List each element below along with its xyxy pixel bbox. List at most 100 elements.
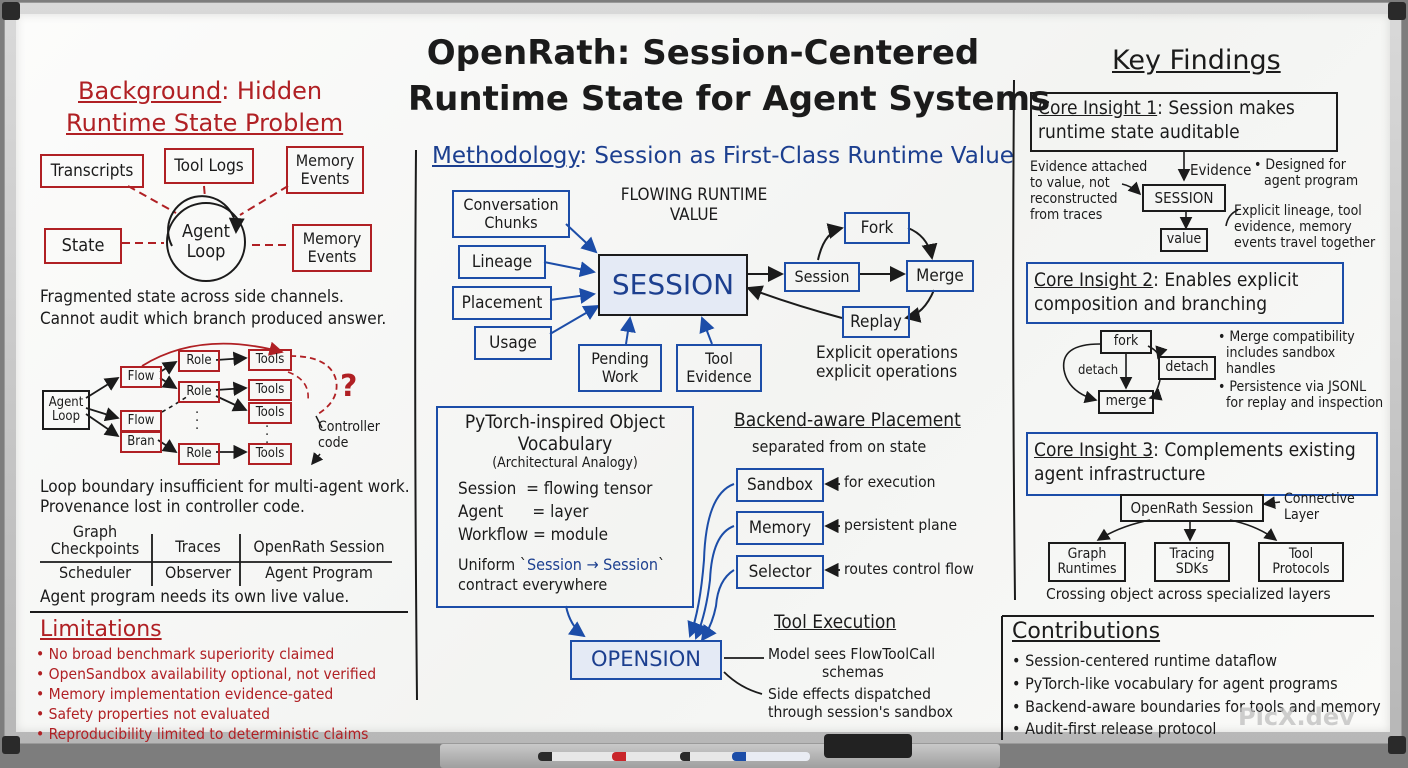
title-line-1: OpenRath: Session-Centered: [426, 33, 980, 73]
contribution-item: • Backend-aware boundaries for tools and…: [1012, 697, 1381, 716]
marker-small[interactable]: [680, 752, 740, 761]
insight-1-left-note: to value, not: [1030, 175, 1110, 191]
analogy-row: Session = flowing tensor: [458, 479, 653, 499]
background-note-3: Loop boundary insufficient for multi-age…: [40, 477, 410, 497]
insight-1-left-note: from traces: [1030, 207, 1103, 223]
insight-2-title-2: composition and branching: [1034, 293, 1268, 315]
input-tool-evidence: Tool Evidence: [676, 344, 762, 392]
node-state: State: [44, 228, 122, 264]
analogy-row: Agent = layer: [458, 502, 589, 522]
designed-note: • Designed for: [1254, 157, 1346, 173]
background-note-5: Agent program needs its own live value.: [40, 587, 350, 607]
limitations-list: • No broad benchmark superiority claimed…: [36, 645, 377, 746]
insight-1-left-note: reconstructed: [1030, 191, 1118, 207]
input-pending-work: Pending Work: [578, 344, 662, 392]
insight-2-fork: fork: [1100, 330, 1152, 354]
explicit-operations-label: Explicit operations: [816, 343, 958, 363]
insight-3-title: Core Insight 3: Complements existing: [1034, 439, 1356, 461]
table-cell: OpenRath Session: [253, 537, 385, 556]
tool-execution-note-4: through session's sandbox: [768, 703, 953, 721]
backend-note: persistent plane: [844, 516, 958, 534]
designed-note-2: agent program: [1264, 173, 1359, 189]
op-merge: Merge: [906, 260, 974, 292]
input-placement: Placement: [452, 286, 552, 320]
backend-sandbox: Sandbox: [736, 468, 824, 502]
table-cell: Traces: [175, 537, 221, 556]
insight-2-merge: merge: [1098, 390, 1154, 414]
question-mark-icon: ?: [340, 369, 358, 404]
insight-1-box: [1030, 92, 1338, 152]
controller-label-2: code: [318, 435, 349, 451]
bran-box: Bran: [120, 431, 162, 453]
tools-box: Tools: [248, 379, 292, 401]
limitations-heading: Limitations: [40, 617, 162, 642]
tool-execution-note-3: Side effects dispatched: [768, 685, 931, 703]
input-usage: Usage: [474, 326, 552, 360]
marker-blue[interactable]: [732, 752, 810, 761]
methodology-heading: Methodology: Session as First-Class Runt…: [432, 143, 1014, 170]
flow-agent-loop: Agent Loop: [42, 390, 90, 430]
insight-1-title: Core Insight 1: Session makes: [1038, 97, 1295, 119]
flowing-runtime-label-2: VALUE: [669, 205, 719, 225]
marker-red[interactable]: [612, 752, 690, 761]
role-box: Role: [178, 381, 220, 403]
child-tracing-sdks: Tracing SDKs: [1154, 542, 1230, 582]
insight-3-session: OpenRath Session: [1120, 494, 1264, 522]
node-memory-events-2: Memory Events: [292, 224, 372, 272]
watermark: PicX.dev: [1238, 703, 1355, 731]
insight-2-bullet: handles: [1226, 361, 1276, 377]
frame-corner: [1388, 2, 1406, 20]
background-note-2: Cannot audit which branch produced answe…: [40, 309, 387, 329]
frame-corner: [2, 736, 20, 754]
lineage-note-2: evidence, memory: [1234, 219, 1352, 235]
lineage-note: Explicit lineage, tool: [1234, 203, 1362, 219]
insight-3-title-2: agent infrastructure: [1034, 463, 1206, 485]
background-note-1: Fragmented state across side channels.: [40, 287, 344, 307]
eraser[interactable]: [824, 734, 912, 758]
contribution-item: • PyTorch-like vocabulary for agent prog…: [1012, 674, 1338, 693]
flow-box: Flow: [120, 366, 162, 388]
backend-subheading: separated from on state: [752, 437, 927, 456]
analogy-row: Workflow = module: [458, 525, 608, 545]
contribution-item: • Audit-first release protocol: [1012, 719, 1217, 738]
marker-black[interactable]: [538, 752, 622, 761]
table-cell: Scheduler: [58, 563, 132, 582]
input-conversation-chunks: Conversation Chunks: [452, 190, 570, 238]
node-agent-loop: Agent Loop: [166, 202, 246, 282]
insight-1-left-note: Evidence attached: [1030, 159, 1148, 175]
insight-1-session: SESSION: [1142, 184, 1226, 212]
insight-1-value: value: [1160, 228, 1208, 252]
pytorch-vocabulary-box: [436, 406, 694, 608]
methodology-heading-keyword: Methodology: [432, 143, 580, 169]
crossing-note: Crossing object across specialized layer…: [1046, 585, 1331, 603]
role-box: Role: [178, 443, 220, 465]
connective-label: Connective: [1284, 491, 1355, 507]
tool-execution-heading: Tool Execution: [774, 611, 897, 633]
tools-box: Tools: [248, 402, 292, 424]
backend-memory: Memory: [736, 511, 824, 545]
session-box: SESSION: [598, 254, 748, 316]
uniform-contract-2: contract everywhere: [458, 575, 608, 594]
pytorch-heading-2: Vocabulary: [517, 433, 613, 455]
insight-2-bullet: • Merge compatibility: [1218, 329, 1355, 345]
node-tool-logs: Tool Logs: [164, 148, 254, 184]
op-replay: Replay: [842, 306, 910, 338]
limitation-item: • OpenSandbox availability optional, not…: [36, 665, 377, 683]
title-line-2: Runtime State for Agent Systems: [408, 79, 1051, 119]
table-cell: Agent Program: [265, 563, 373, 582]
insight-2-bullet: for replay and inspection: [1226, 395, 1384, 411]
tools-box: Tools: [248, 349, 292, 371]
limitation-item: • Memory implementation evidence-gated: [36, 685, 334, 703]
limitation-item: • No broad benchmark superiority claimed: [36, 645, 335, 663]
node-transcripts: Transcripts: [40, 154, 144, 188]
frame-corner: [2, 2, 20, 20]
limitation-item: • Safety properties not evaluated: [36, 705, 271, 723]
insight-1-title-2: runtime state auditable: [1038, 121, 1240, 143]
background-heading-keyword: Background: [78, 77, 222, 105]
background-heading-line-2: Runtime State Problem: [66, 109, 344, 137]
ellipsis-marks: ···: [195, 406, 200, 437]
insight-2-detach: detach: [1158, 356, 1216, 380]
flowing-runtime-label: FLOWING RUNTIME: [620, 185, 768, 205]
insight-2-bullet: • Persistence via JSONL: [1218, 379, 1367, 395]
